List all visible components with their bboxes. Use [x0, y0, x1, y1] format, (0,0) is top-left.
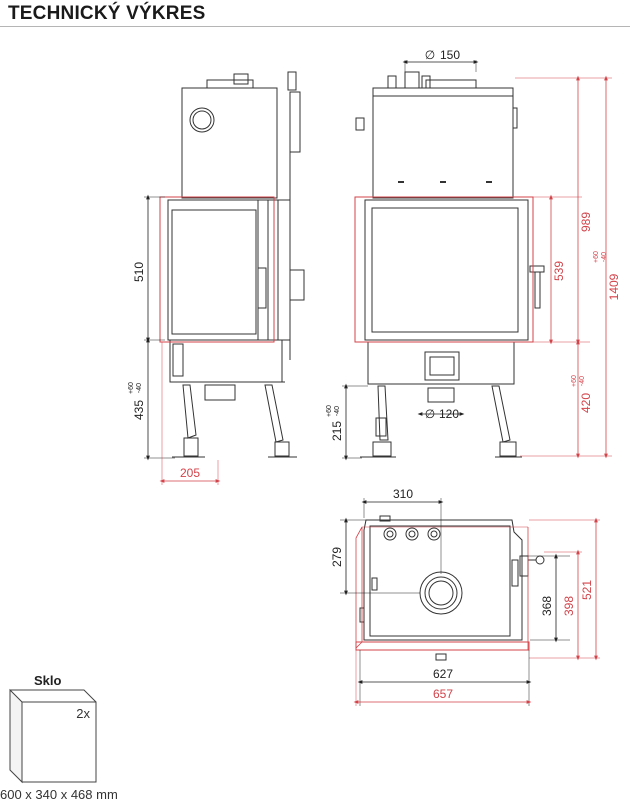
front-side-pipe	[287, 71, 297, 91]
side-dims: ∅ 150 ∅ 120 215 +60 -40 539 989 420 +60 …	[326, 48, 621, 461]
front-leg-right	[264, 384, 284, 443]
front-side-panel	[289, 91, 301, 153]
total-tol-plus: +60	[593, 251, 600, 263]
flue-offset: 310	[393, 487, 413, 501]
inlet-diameter: 120	[439, 407, 459, 421]
top-outline	[363, 519, 523, 641]
base-height: 420	[579, 393, 593, 413]
front-flue-stub	[233, 73, 249, 85]
front-leg-height: 435	[132, 400, 146, 420]
front-top-collar	[206, 79, 254, 89]
top-port-3	[427, 527, 441, 541]
side-lower-body	[367, 341, 515, 385]
bottom-tol-plus: +60	[326, 405, 333, 417]
bottom-tol-minus: -40	[334, 406, 341, 416]
glass-dimensions: 600 x 340 x 468 mm	[0, 787, 118, 802]
flue-diameter: 150	[440, 48, 460, 62]
top-port-2	[405, 527, 419, 541]
diameter-symbol-top: ∅	[425, 48, 435, 62]
side-leg-right	[491, 385, 511, 443]
side-inlet-box	[424, 351, 460, 381]
front-door-height: 510	[132, 262, 146, 282]
flue-depth: 279	[330, 547, 344, 567]
page-title: TECHNICKÝ VÝKRES	[8, 3, 206, 24]
total-height: 1409	[607, 273, 621, 300]
side-leg-left	[377, 385, 389, 441]
side-door-outline	[354, 196, 534, 343]
side-door	[364, 199, 529, 341]
front-door-outline	[159, 196, 275, 343]
top-port-1	[383, 527, 397, 541]
front-inlet	[204, 384, 236, 401]
front-lower-body	[169, 339, 283, 383]
side-door-handle	[534, 271, 541, 309]
top-height: 989	[579, 212, 593, 232]
depth-inner: 368	[540, 596, 554, 616]
front-upper-body	[181, 87, 278, 199]
front-door-handle	[257, 267, 267, 309]
bottom-height: 215	[330, 421, 344, 441]
glass-icon: 2x	[9, 688, 97, 784]
width-inner: 627	[433, 667, 453, 681]
glass-label: Sklo	[34, 673, 62, 688]
front-width: 205	[180, 466, 200, 480]
front-dims: 510 435 +60 -40 205	[128, 194, 221, 485]
front-door	[167, 199, 279, 341]
glass-quantity: 2x	[76, 706, 90, 721]
width-total: 657	[433, 687, 453, 701]
depth-total: 521	[580, 580, 594, 600]
front-view	[167, 71, 305, 458]
top-flue-outlet	[419, 571, 463, 615]
top-handle-knob	[535, 555, 545, 565]
front-leg-tol-plus: +60	[128, 382, 135, 394]
title-divider	[0, 26, 630, 27]
side-door-height: 539	[552, 261, 566, 281]
front-inspection-cover	[189, 107, 215, 133]
base-tol-minus: -40	[579, 376, 586, 386]
depth-glass: 398	[562, 596, 576, 616]
diameter-symbol-bottom: ∅	[425, 407, 435, 421]
side-view	[355, 71, 545, 458]
front-leg-left	[182, 384, 197, 439]
top-view	[359, 515, 545, 661]
base-tol-plus: +60	[571, 375, 578, 387]
total-tol-minus: -40	[601, 252, 608, 262]
side-flue-stub	[404, 71, 420, 89]
top-glass-outline	[355, 641, 530, 651]
top-dims: 310 279 368 398 521 627 657	[330, 487, 600, 706]
front-leg-tol-minus: -40	[136, 383, 143, 393]
side-inlet-pipe	[427, 387, 455, 403]
